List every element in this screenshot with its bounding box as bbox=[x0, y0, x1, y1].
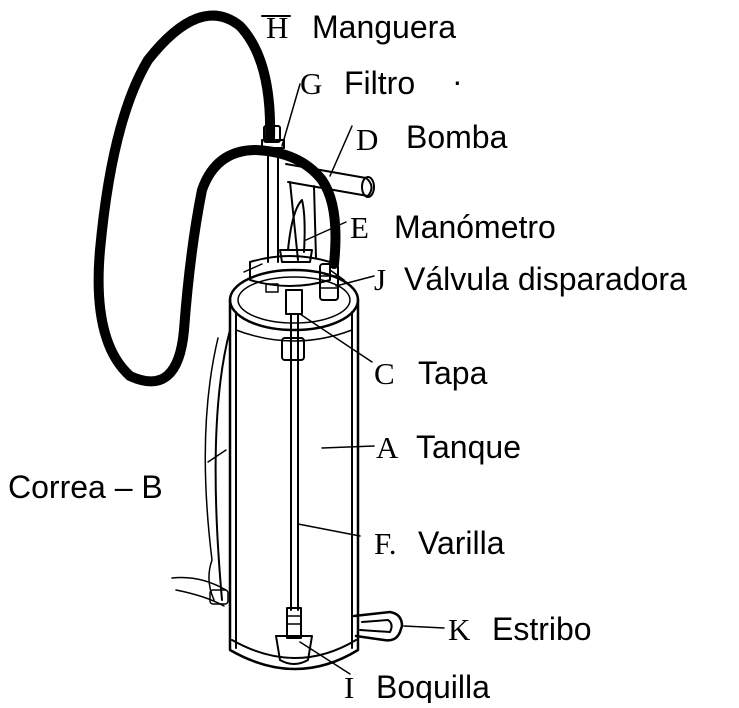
label-I-letter: I bbox=[344, 670, 354, 703]
label-E-text: Manómetro bbox=[394, 209, 556, 245]
label-H-letter: H bbox=[266, 10, 288, 45]
label-C-letter: C bbox=[374, 356, 395, 391]
label-I: I Boquilla bbox=[344, 669, 490, 703]
label-F-letter: F. bbox=[374, 526, 397, 561]
label-G: G Filtro · bbox=[300, 63, 463, 101]
label-K: K Estribo bbox=[448, 611, 592, 647]
tank bbox=[230, 270, 358, 669]
strap bbox=[172, 330, 230, 606]
label-K-text: Estribo bbox=[492, 611, 592, 647]
label-G-letter: G bbox=[300, 66, 322, 101]
label-F: F. Varilla bbox=[374, 525, 505, 561]
label-A-letter: A bbox=[376, 430, 399, 465]
label-K-letter: K bbox=[448, 612, 471, 647]
label-D-text: Bomba bbox=[406, 119, 508, 155]
label-J-text: Válvula disparadora bbox=[404, 261, 687, 297]
nozzle bbox=[276, 636, 312, 664]
label-C-text: Tapa bbox=[418, 355, 488, 391]
stray-mark: · bbox=[452, 63, 463, 99]
label-I-text: Boquilla bbox=[376, 669, 490, 703]
label-D: D Bomba bbox=[356, 119, 508, 157]
label-E-letter: E bbox=[350, 210, 369, 245]
label-J: J Válvula disparadora bbox=[374, 261, 687, 297]
label-G-text: Filtro bbox=[344, 65, 415, 101]
foot-stirrup bbox=[354, 612, 402, 640]
label-C: C Tapa bbox=[374, 355, 488, 391]
label-F-text: Varilla bbox=[418, 525, 505, 561]
label-A-text: Tanque bbox=[416, 429, 521, 465]
label-B: Correa – B bbox=[8, 469, 163, 505]
label-B-text: Correa – B bbox=[8, 469, 163, 505]
wand bbox=[282, 290, 304, 638]
label-J-letter: J bbox=[374, 262, 386, 297]
label-D-letter: D bbox=[356, 122, 378, 157]
label-H: H Manguera bbox=[266, 9, 456, 45]
label-H-text: Manguera bbox=[312, 9, 456, 45]
label-E: E Manómetro bbox=[350, 209, 556, 245]
label-A: A Tanque bbox=[376, 429, 521, 465]
